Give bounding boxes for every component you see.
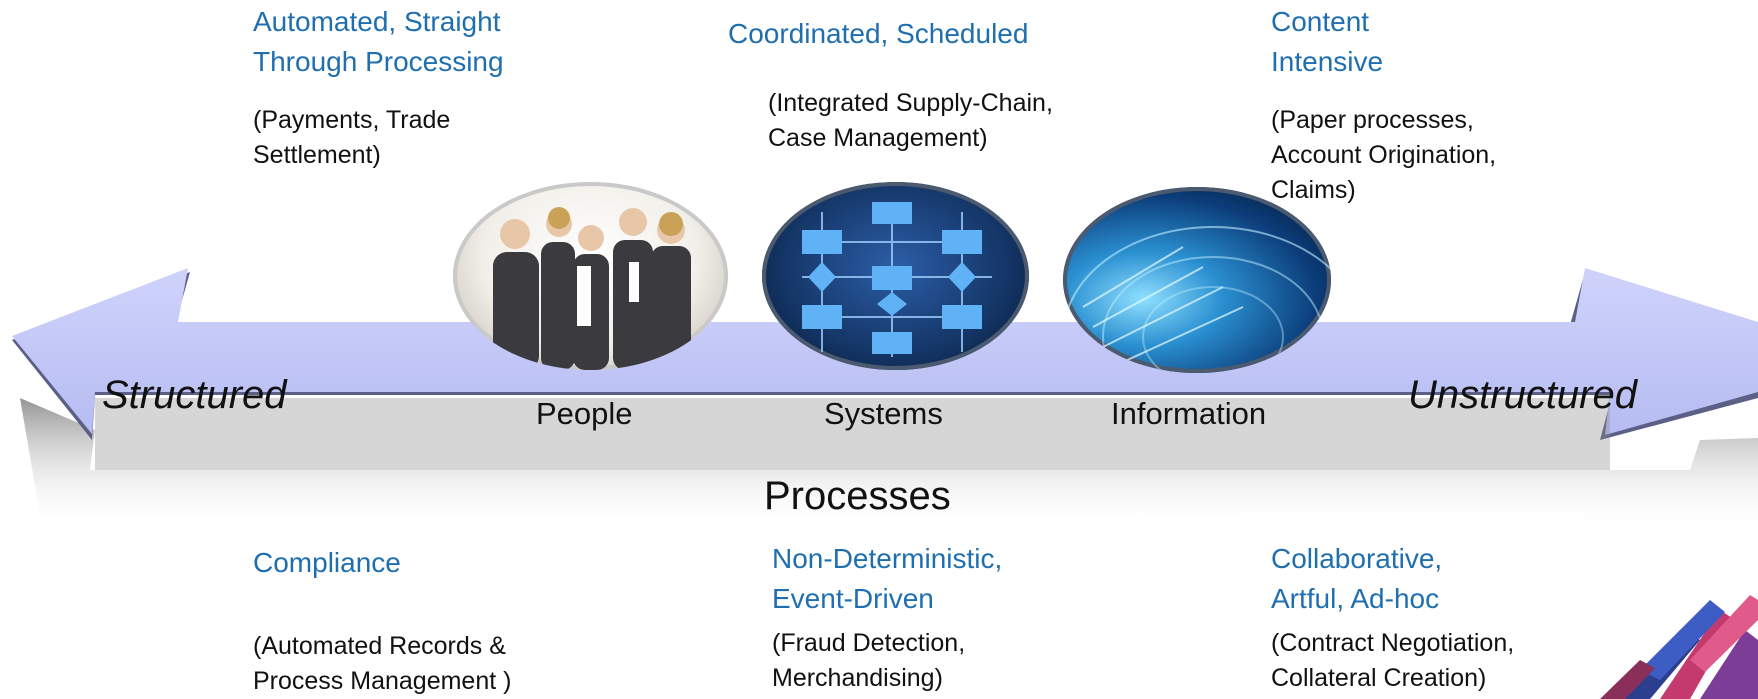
coordinated-detail: (Integrated Supply-Chain, Case Managemen… (768, 86, 1053, 156)
node-label-people: People (536, 396, 633, 431)
collaborative-heading-line1: Collaborative, (1271, 543, 1443, 574)
content-detail: (Paper processes, Account Origination, C… (1271, 103, 1496, 208)
people-image (453, 182, 728, 370)
non-deterministic-heading-line1: Non-Deterministic, (772, 543, 1003, 574)
collaborative-detail-line2: Collateral Creation) (1271, 664, 1487, 692)
coordinated-heading: Coordinated, Scheduled (728, 18, 1029, 49)
collaborative-heading-line2: Artful, Ad-hoc (1271, 583, 1440, 614)
automated-detail-line2: Settlement) (253, 141, 381, 169)
globe-data-icon (1063, 226, 1331, 373)
content-detail-line3: Claims) (1271, 176, 1356, 204)
automated-heading: Automated, Straight Through Processing (253, 2, 504, 82)
content-detail-line1: (Paper processes, (1271, 106, 1474, 134)
people-icon (493, 207, 691, 370)
compliance-detail-line2: Process Management ) (253, 667, 512, 695)
processes-label: Processes (764, 474, 951, 518)
systems-image (762, 182, 1029, 370)
automated-detail: (Payments, Trade Settlement) (253, 103, 450, 173)
automated-heading-line2: Through Processing (253, 46, 504, 77)
non-deterministic-heading: Non-Deterministic, Event-Driven (772, 539, 1002, 619)
information-image (1063, 187, 1331, 373)
flowchart-icon (802, 202, 992, 357)
compliance-detail: (Automated Records & Process Management … (253, 629, 511, 699)
collaborative-detail: (Contract Negotiation, Collateral Creati… (1271, 626, 1514, 696)
non-deterministic-detail-line2: Merchandising) (772, 664, 943, 692)
content-heading: Content Intensive (1271, 2, 1383, 82)
non-deterministic-detail: (Fraud Detection, Merchandising) (772, 626, 965, 696)
coordinated-detail-line1: (Integrated Supply-Chain, (768, 89, 1053, 117)
content-heading-line1: Content (1271, 6, 1370, 37)
collaborative-heading: Collaborative, Artful, Ad-hoc (1271, 539, 1442, 619)
coordinated-detail-line2: Case Management) (768, 124, 988, 152)
collaborative-detail-line1: (Contract Negotiation, (1271, 629, 1515, 657)
node-label-systems: Systems (824, 396, 943, 431)
arrow-base-band (95, 398, 1610, 470)
node-label-information: Information (1111, 396, 1267, 431)
automated-heading-line1: Automated, Straight (253, 6, 501, 37)
compliance-heading: Compliance (253, 547, 401, 578)
unstructured-label: Unstructured (1408, 373, 1637, 417)
non-deterministic-heading-line2: Event-Driven (772, 583, 934, 614)
content-detail-line2: Account Origination, (1271, 141, 1497, 169)
automated-detail-line1: (Payments, Trade (253, 106, 451, 134)
content-heading-line2: Intensive (1271, 46, 1384, 77)
structured-label: Structured (102, 373, 287, 417)
compliance-detail-line1: (Automated Records & (253, 632, 506, 660)
non-deterministic-detail-line1: (Fraud Detection, (772, 629, 966, 657)
arrow-shadow (20, 398, 1758, 530)
